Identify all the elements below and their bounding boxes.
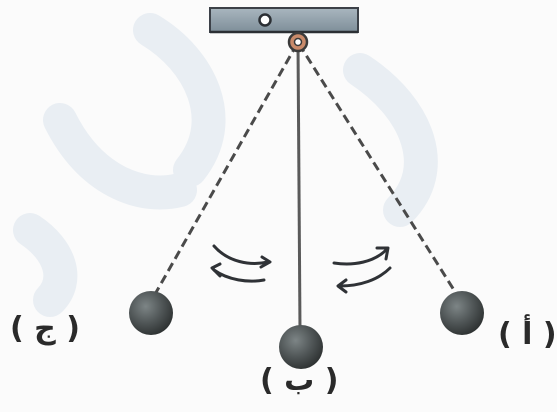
position-label-b: ( ب )	[260, 363, 339, 398]
watermark	[13, 13, 438, 317]
position-letter-c: ج	[34, 311, 56, 346]
string-b	[296, 43, 302, 331]
bob-b	[279, 325, 323, 369]
string-a	[297, 43, 461, 299]
curved-arrow-icon	[210, 244, 272, 283]
bob-a	[440, 291, 484, 335]
position-label-c: ( ج )	[10, 311, 80, 346]
position-label-a: ( أ )	[498, 317, 557, 352]
pivot-ring-icon	[287, 31, 309, 53]
position-letter-b: ب	[284, 363, 315, 398]
string-c	[152, 43, 299, 297]
bob-c	[129, 291, 173, 335]
curved-arrow-icon	[332, 246, 392, 294]
position-letter-a: أ	[522, 317, 533, 352]
ceiling-mount-icon	[209, 7, 359, 34]
